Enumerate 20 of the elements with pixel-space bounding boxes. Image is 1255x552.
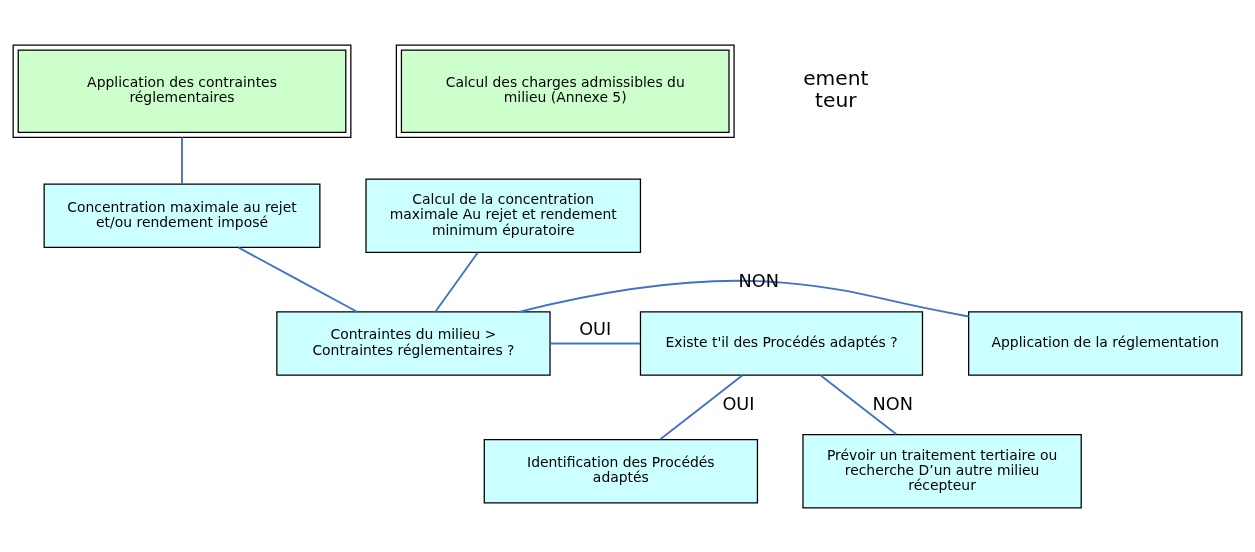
label: ement teur (803, 65, 869, 112)
node-box: Calcul de la concentration maximale Au rejet et rendement minimum épuratoire (365, 178, 642, 253)
edge-label: OUI (579, 318, 612, 339)
node-box: Identification des Procédés adaptés (483, 438, 759, 503)
connector (434, 251, 479, 313)
edge-label: OUI (722, 393, 755, 414)
connector (659, 374, 744, 440)
node-box: Contraintes du milieu > Contraintes réglementaires ? (276, 310, 551, 376)
node-box: Calcul des charges admissibles du milieu (Annexe 5) (395, 43, 735, 138)
node-box: Existe t'il des Procédés adaptés ? (639, 310, 924, 376)
edge-label: NON (872, 393, 913, 414)
node-box: Application des contraintes réglementaires (12, 43, 352, 138)
node-box: Prévoir un traitement tertiaire ou recherche D’un autre milieu récepteur (802, 433, 1082, 509)
connector (819, 374, 898, 435)
connector (181, 136, 183, 185)
node-box: Concentration maximale au rejet et/ou rendement imposé (43, 183, 321, 248)
connector (549, 342, 641, 344)
connector (518, 279, 970, 317)
node-box: Application de la réglementation (968, 310, 1243, 376)
connector (237, 246, 358, 313)
